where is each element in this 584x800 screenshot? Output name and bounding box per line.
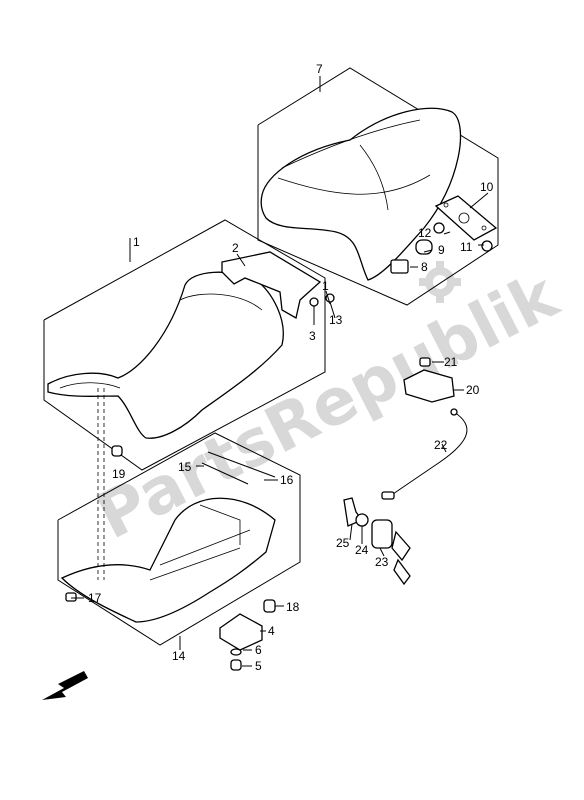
label-15: 15: [178, 460, 192, 474]
label-25: 25: [336, 536, 350, 550]
part-16-strip: [207, 451, 276, 478]
part-19-bolt: [111, 445, 123, 457]
pillion-seat: [260, 107, 462, 281]
part-10-plate: [434, 195, 498, 241]
label-21: 21: [444, 355, 458, 369]
part-12-nut: [433, 222, 445, 234]
part-4-block: [219, 613, 263, 651]
part-2-bracket: [221, 251, 322, 320]
label-16: 16: [280, 473, 294, 487]
label-17: 17: [88, 591, 102, 605]
label-3: 3: [309, 329, 316, 343]
part-3-nut: [309, 297, 319, 307]
part-22-cable: [381, 408, 468, 500]
label-11: 11: [460, 240, 473, 254]
part-20-latch: [403, 369, 455, 403]
label-10: 10: [480, 180, 494, 194]
part-24-ring: [355, 513, 369, 527]
label-2: 2: [232, 241, 239, 255]
gear-logo-icon: [419, 261, 461, 303]
part-labels: 7 10 12 9 11 8 1 2 1 13 3 21 20 22 19 15…: [88, 62, 494, 673]
part-8-clip: [390, 259, 409, 274]
part-14-tray: [60, 497, 276, 623]
label-14: 14: [172, 649, 186, 663]
label-8: 8: [421, 260, 428, 274]
part-5-bolt: [230, 659, 242, 671]
label-1: 1: [133, 235, 140, 249]
part-17-clip: [65, 592, 77, 602]
label-4: 4: [268, 624, 275, 638]
label-9: 9: [438, 243, 445, 257]
part-23-lock: [371, 519, 411, 586]
label-22: 22: [434, 438, 448, 452]
rider-seat: [47, 271, 284, 439]
rider-seat-group: [43, 219, 335, 471]
part-21-screw: [419, 357, 431, 367]
label-19: 19: [112, 467, 126, 481]
label-24: 24: [355, 543, 369, 557]
pillion-seat-group: [257, 67, 499, 306]
leader-lines: [71, 76, 489, 667]
label-12: 12: [418, 226, 432, 240]
part-6-washer: [230, 648, 242, 656]
label-18: 18: [286, 600, 300, 614]
part-11-nut: [481, 240, 493, 252]
label-13: 13: [329, 313, 343, 327]
seat-base-group: [57, 388, 301, 671]
label-23: 23: [375, 555, 389, 569]
label-1-ref: 1: [322, 279, 329, 293]
label-6: 6: [255, 643, 262, 657]
label-5: 5: [255, 659, 262, 673]
label-20: 20: [466, 383, 480, 397]
label-7: 7: [316, 62, 323, 76]
part-18-bolt: [263, 599, 276, 613]
front-arrow-icon: [42, 671, 88, 700]
part-15-strip: [201, 462, 249, 485]
